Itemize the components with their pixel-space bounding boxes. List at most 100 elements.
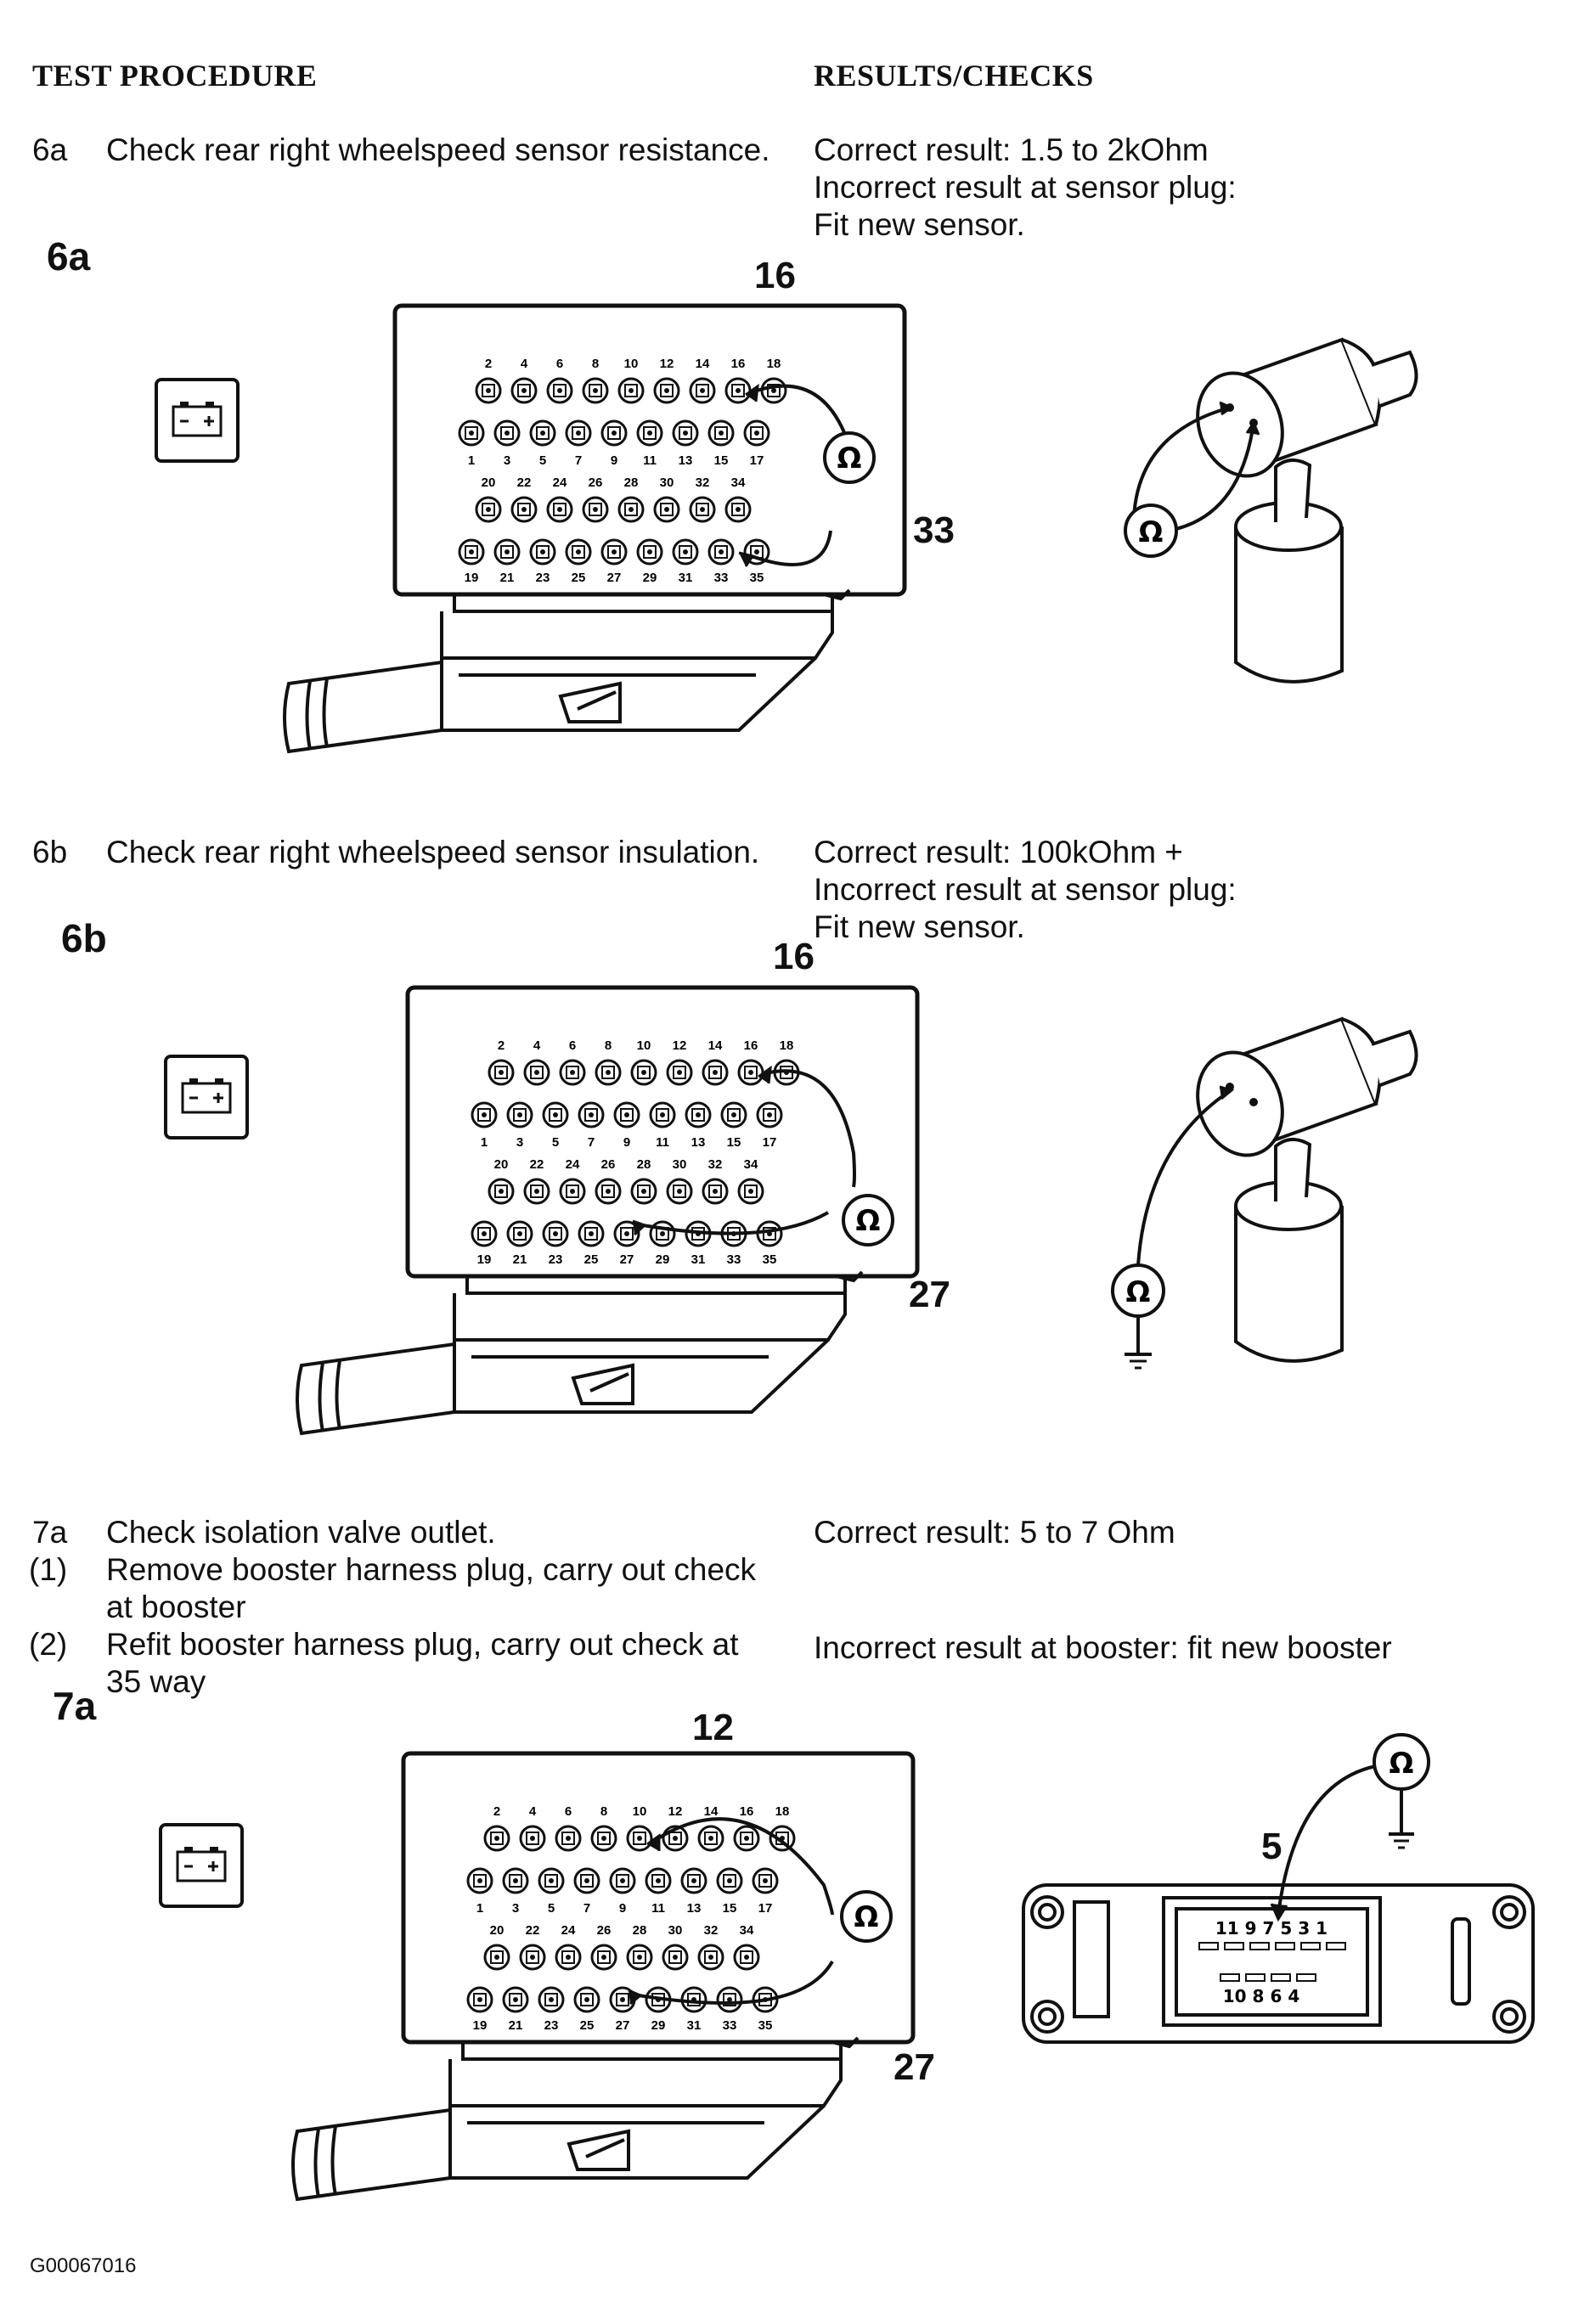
connector-pin [630,1178,657,1205]
pin-number-label: 19 [465,571,479,585]
pin-number-label: 30 [668,1923,683,1938]
connector-pin [626,1825,653,1852]
connector-pin [613,1101,640,1128]
pin-number-label: 6 [556,357,563,371]
pin-number-label: 15 [727,1135,741,1150]
pin-number-label: 5 [539,453,546,468]
pin-number-label: 31 [687,2018,702,2033]
step-6b-result-2: Incorrect result at sensor plug: [814,872,1237,907]
pin-number-label: 22 [530,1157,544,1172]
pin-number-label: 25 [584,1252,599,1267]
connector-pin [737,1059,764,1086]
pin-number-label: 22 [526,1923,540,1938]
step-6b-result-3: Fit new sensor. [814,909,1025,944]
connector-pin [510,496,538,523]
pin-number-label: 31 [679,571,693,585]
connector-pin [523,1059,550,1086]
pin-number-label: 19 [477,1252,492,1267]
pin-number-label: 23 [536,571,550,585]
pin-number-label: 26 [601,1157,616,1172]
booster-pin-labels-top: 11 9 7 5 3 1 [1215,1918,1328,1939]
step-7a-result-2: Incorrect result at booster: fit new boo… [814,1630,1392,1665]
connector-pin [542,1101,569,1128]
sensor-svg: Ω [1111,1016,1418,1370]
ground-icon [1389,1789,1414,1849]
battery-icon [155,378,240,463]
connector-pin [649,1101,676,1128]
pin-number-label: 3 [504,453,510,468]
connector-pin [559,1059,586,1086]
connector-pin [471,1101,498,1128]
pin-number-label: 27 [607,571,622,585]
pin-number-label: 29 [656,1252,670,1267]
pin-number-label: 15 [723,1901,737,1916]
connector-pin [590,1825,617,1852]
step-7a-number: 7a [32,1515,68,1550]
pin-number-label: 15 [714,453,729,468]
connector-pin [510,377,538,404]
connector-pin [483,1944,510,1971]
connector-pin [653,377,680,404]
pin-number-label: 8 [605,1038,612,1053]
wheelspeed-sensor-drawing: Ω [1087,985,1444,1443]
connector-pin [716,1867,743,1894]
svg-text:Ω: Ω [1139,515,1164,549]
connector-pin [546,377,573,404]
pin-number-label: 17 [758,1901,773,1916]
pin-number-label: 20 [494,1157,509,1172]
connector-pin [538,1986,565,2013]
connector-pin [760,377,787,404]
connector-pin [600,538,628,566]
svg-text:Ω: Ω [1390,1747,1414,1781]
pin-number-label: 13 [679,453,693,468]
step-6b-text: Check rear right wheelspeed sensor insul… [106,835,760,869]
pin-number-label: 18 [775,1804,790,1819]
ohmmeter-icon: Ω [839,1889,893,1944]
connector-pin [613,1220,640,1247]
connector-pin [559,1178,586,1205]
pin-number-label: 3 [512,1901,519,1916]
connector-pin [697,1825,724,1852]
connector-pin [582,496,609,523]
connector-pin [626,1944,653,1971]
connector-pin [578,1220,605,1247]
pin-number-label: 19 [473,2018,488,2033]
connector-pin [636,419,663,447]
callout-booster-pin-5: 5 [1261,1826,1282,1867]
pin-number-label: 14 [704,1804,719,1819]
connector-pin [519,1944,546,1971]
ground-icon [1125,1316,1152,1370]
pin-number-label: 22 [517,475,532,490]
pin-number-label: 17 [750,453,764,468]
svg-text:Ω: Ω [856,1204,881,1238]
sensor-svg: Ω [1124,337,1418,684]
pin-number-label: 4 [529,1804,537,1819]
connector-pin [733,1825,760,1852]
connector-pin [471,1220,498,1247]
connector-pin [617,377,645,404]
connector-pin [458,538,485,566]
pin-number-label: 17 [763,1135,777,1150]
connector-pin [590,1944,617,1971]
pin-number-label: 9 [611,453,617,468]
pin-number-label: 23 [544,2018,559,2033]
pin-number-label: 20 [490,1923,505,1938]
connector-pin [483,1825,510,1852]
connector-pin [752,1867,779,1894]
connector-pin [565,419,592,447]
connector-pin [609,1986,636,2013]
callout-pin-27: 27 [909,1274,950,1315]
connector-pin [488,1059,515,1086]
pin-number-label: 2 [485,357,492,371]
connector-pin [733,1944,760,1971]
step-6a-result-2: Incorrect result at sensor plug: [814,170,1237,205]
step-7a-sub-2-text: Refit booster harness plug, carry out ch… [106,1627,739,1662]
ohmmeter-icon: Ω [822,430,877,485]
step-7a-sub-1-cont: at booster [106,1590,246,1624]
connector-pin [680,1986,707,2013]
step-6b-number: 6b [32,835,68,869]
